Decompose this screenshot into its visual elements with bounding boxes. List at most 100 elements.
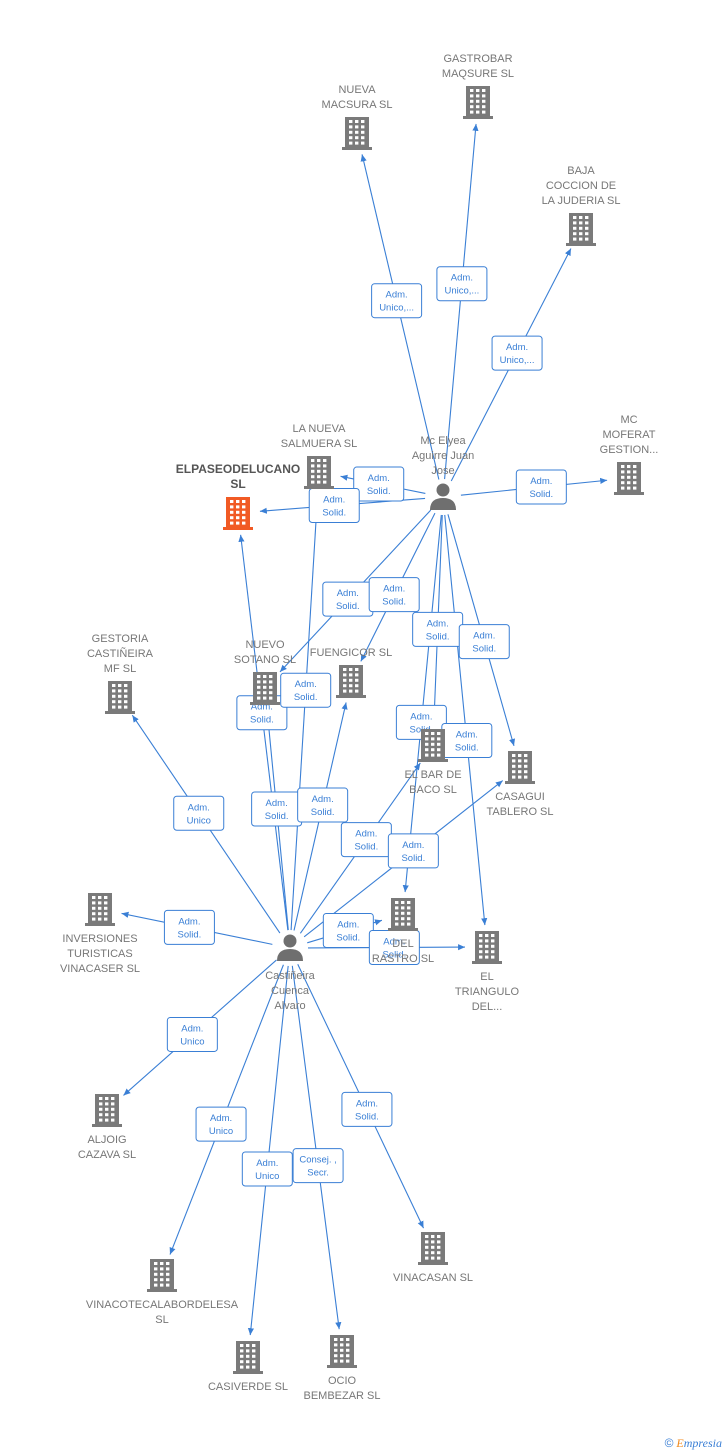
company-node-fuengicor[interactable]: FUENGICOR SL [310, 647, 393, 698]
building-window [361, 130, 365, 134]
building-window [437, 1256, 441, 1260]
building-window [470, 110, 474, 114]
edge-label-mc-gastrobar[interactable]: Adm.Unico,... [436, 266, 488, 302]
building-window [395, 911, 399, 915]
edge-label-mc-fuengicor[interactable]: Adm.Solid. [368, 577, 420, 613]
edge-label-mc-triangulo[interactable]: Adm.Solid. [441, 723, 493, 759]
building-window [621, 465, 625, 468]
edge-label-mc-nueva_macsura[interactable]: Adm.Unico,... [371, 283, 423, 319]
brand-footer[interactable]: ©Empresia [665, 1436, 722, 1451]
edge-label-box [368, 577, 420, 613]
building-window [166, 1283, 170, 1287]
company-node-triangulo[interactable]: ELTRIANGULODEL... [455, 931, 520, 1013]
edge-label-mc-elpaseo[interactable]: Adm.Solid. [308, 487, 360, 523]
building-window [236, 521, 240, 525]
building-base [614, 492, 644, 495]
building-window [425, 1235, 429, 1238]
edge-label-ca-casiverde[interactable]: Adm.Unico [241, 1151, 293, 1187]
edge-label-line: Adm. [506, 342, 528, 353]
building-window [160, 1262, 164, 1265]
building-window [431, 753, 435, 757]
building-base [566, 243, 596, 246]
edge-label-ca-fuengicor[interactable]: Adm.Solid. [297, 787, 349, 823]
edge-label-ca-vinacoteca[interactable]: Adm.Unico [195, 1106, 247, 1142]
building-window [627, 465, 631, 468]
company-node-vinacasan[interactable]: VINACASAN SL [393, 1232, 473, 1284]
node-label-line: SALMUERA SL [281, 438, 357, 450]
node-label-line: ELPASEODELUCANO [176, 462, 300, 476]
edge-label-ca-casagui[interactable]: Adm.Solid. [387, 833, 439, 869]
edge-label-ca-inversiones[interactable]: Adm.Solid. [163, 909, 215, 945]
node-label-line: LA JUDERIA SL [542, 195, 621, 207]
building-window [104, 912, 108, 916]
building-window [579, 226, 583, 230]
edge-label-mc-nuevo_sotano[interactable]: Adm.Solid. [322, 581, 374, 617]
building-window [524, 754, 528, 757]
building-window [346, 1348, 350, 1352]
edge-label-ca-el_bar[interactable]: Adm.Solid. [340, 822, 392, 858]
edges-layer [121, 123, 608, 1336]
building-window [343, 673, 347, 677]
edge-label-ca-aljoig[interactable]: Adm.Unico [166, 1016, 218, 1052]
edge-label-line: Solid. [265, 811, 289, 822]
building-window [401, 911, 405, 915]
edge-label-line: Unico [255, 1171, 279, 1182]
edge-label-mc-baja[interactable]: Adm.Unico,... [491, 335, 543, 371]
company-node-mc_moferat[interactable]: MCMOFERATGESTION... [600, 414, 659, 495]
building-window [585, 216, 589, 219]
company-node-casiverde[interactable]: CASIVERDE SL [208, 1341, 288, 1393]
node-label-line: GESTORIA [92, 633, 149, 645]
edge-label-ca-la_nueva[interactable]: Adm.Solid. [280, 672, 332, 708]
edge-label-ca-ocio[interactable]: Consej. ,Secr. [292, 1148, 344, 1184]
focus-building-icon [223, 497, 253, 530]
edge-label-ca-triangulo[interactable]: Adm.Solid. [368, 929, 420, 965]
building-window [236, 516, 240, 520]
edge-label-line: Adm. [456, 730, 478, 741]
building-window [425, 748, 429, 752]
building-base [463, 116, 493, 119]
edge-label-mc-el_bar[interactable]: Adm.Solid. [412, 611, 464, 647]
edge-label-ca-nuevo_sotano[interactable]: Adm.Solid. [251, 791, 303, 827]
edge-label-box [341, 1091, 393, 1127]
building-window [470, 99, 474, 103]
building-window [479, 939, 483, 943]
node-label-line: Alvaro [274, 1000, 305, 1012]
edge-label-mc-mc_moferat[interactable]: Adm.Solid. [515, 469, 567, 505]
building-base [92, 1124, 122, 1127]
building-window [160, 1272, 164, 1276]
edge-label-ca-gestoria[interactable]: Adm.Unico [173, 795, 225, 831]
building-window [431, 1251, 435, 1255]
edge-label-box [515, 469, 567, 505]
building-window [425, 1240, 429, 1244]
edge-label-ca-vinacasan[interactable]: Adm.Solid. [341, 1091, 393, 1127]
edge-label-line: Adm. [251, 702, 273, 713]
building-window [518, 754, 522, 757]
building-window [124, 694, 128, 698]
edge-label-ca-rastro[interactable]: Adm.Solid. [322, 912, 374, 948]
edge-label-mc-casagui[interactable]: Adm.Solid. [458, 624, 510, 660]
building-window [401, 917, 405, 921]
building-window [92, 896, 96, 899]
edge-label-mc-la_nueva[interactable]: Adm.Solid. [353, 466, 405, 502]
node-label-line: VINACASER SL [60, 963, 140, 975]
building-window [491, 934, 495, 937]
building-window [269, 675, 273, 678]
building-window [240, 1360, 244, 1364]
